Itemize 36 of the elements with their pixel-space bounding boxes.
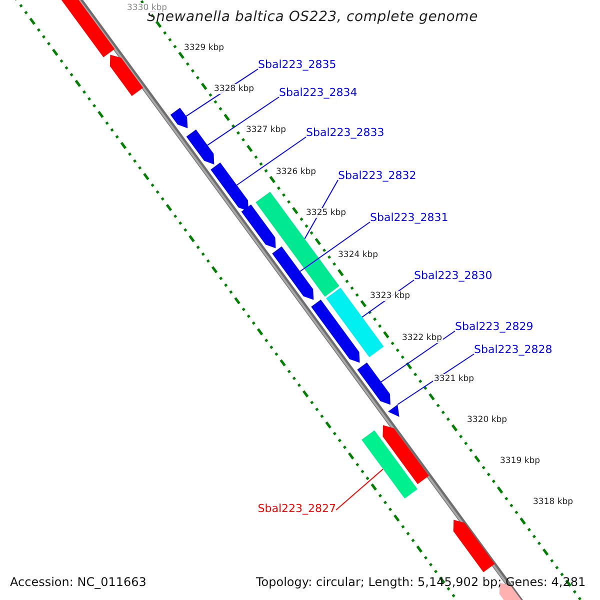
gene-feature xyxy=(170,108,188,128)
position-label: 3326 kbp xyxy=(275,167,318,177)
position-label: 3318 kbp xyxy=(532,497,574,507)
gene-label: Sbal223_2827 xyxy=(258,502,336,516)
gene-label: Sbal223_2828 xyxy=(474,343,552,357)
position-label: 3319 kbp xyxy=(499,456,542,466)
leader-line xyxy=(380,330,456,382)
gene-feature xyxy=(210,162,248,212)
position-label: 3324 kbp xyxy=(337,250,380,260)
gene-feature xyxy=(357,362,390,405)
info-text: Accession: NC_011663 xyxy=(10,575,146,589)
gene-feature xyxy=(186,130,214,164)
position-label: 3320 kbp xyxy=(466,415,508,425)
position-label: 3327 kbp xyxy=(245,125,288,135)
position-label: 3322 kbp xyxy=(401,333,444,343)
gene-label: Sbal223_2833 xyxy=(306,126,384,140)
leader-line xyxy=(236,136,306,186)
leader-line xyxy=(336,468,384,510)
gene-feature xyxy=(362,430,418,498)
gene-label: Sbal223_2835 xyxy=(258,58,336,72)
gene-label: Sbal223_2829 xyxy=(455,320,534,334)
position-label: 3329 kbp xyxy=(183,43,226,53)
position-label: 3328 kbp xyxy=(213,84,256,94)
gene-label: Sbal223_2834 xyxy=(279,86,358,100)
gene-label: Sbal223_2830 xyxy=(414,269,492,283)
leader-line xyxy=(300,222,370,272)
position-label: 3325 kbp xyxy=(305,208,348,218)
gene-label: Sbal223_2832 xyxy=(338,169,416,183)
position-label: 3321 kbp xyxy=(433,374,476,384)
gene-feature xyxy=(388,404,400,417)
position-label: 3323 kbp xyxy=(369,291,412,301)
leader-line xyxy=(397,354,474,405)
gene-label: Sbal223_2831 xyxy=(370,211,448,225)
gene-feature xyxy=(272,246,314,300)
leader-line xyxy=(207,96,280,146)
position-label: 3330 kbp xyxy=(126,3,168,13)
